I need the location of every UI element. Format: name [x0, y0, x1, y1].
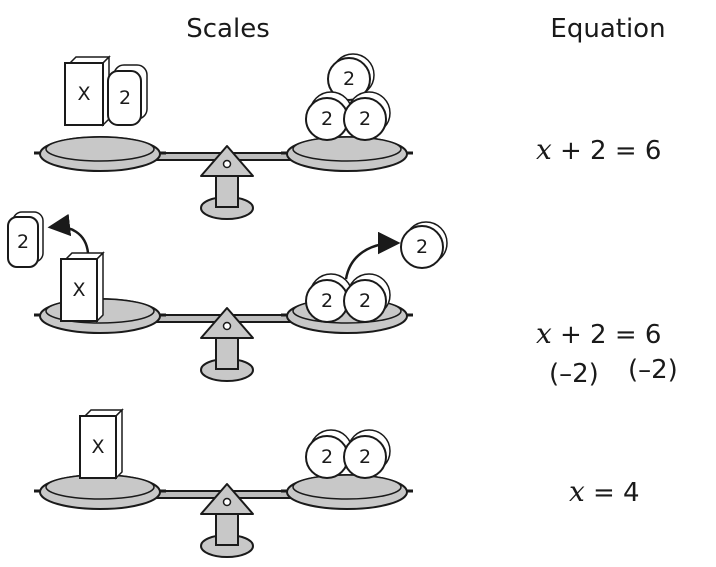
coin-label: 2 — [359, 108, 371, 130]
removed-coin-label: 2 — [416, 236, 428, 258]
two-tile: 2 — [108, 65, 147, 125]
coin-label: 2 — [359, 290, 371, 312]
coin-label: 2 — [343, 68, 355, 90]
scale-row-2: X 2 2 2 2 — [8, 212, 447, 381]
scales-header: Scales — [186, 14, 270, 44]
subtract-left: (–2) — [549, 359, 599, 389]
equation-row-3: x = 4 — [569, 475, 640, 508]
coin-label: 2 — [321, 108, 333, 130]
two-tile-label: 2 — [119, 87, 131, 109]
equation-rest: + 2 = 6 — [560, 320, 661, 350]
coin-label: 2 — [321, 290, 333, 312]
x-block-label: X — [72, 279, 85, 301]
x-block-label: X — [91, 436, 104, 458]
equation-row-1: x + 2 = 6 — [536, 133, 661, 166]
coin-label: 2 — [321, 446, 333, 468]
scale-row-1: X 2 2 2 2 — [34, 54, 413, 219]
coin-pair: 2 2 — [306, 430, 390, 478]
x-block-label: X — [77, 83, 90, 105]
subtract-right: (–2) — [628, 355, 678, 385]
equation-rest: = 4 — [593, 478, 640, 508]
removed-two-tile: 2 — [8, 212, 43, 267]
equation-header: Equation — [550, 14, 665, 44]
equation-variable: x — [569, 475, 585, 508]
coin-stack: 2 2 2 — [306, 54, 390, 140]
equation-row-2: x + 2 = 6 (–2) (–2) — [536, 317, 678, 389]
removed-coin: 2 — [401, 222, 447, 268]
coin-pair: 2 2 — [306, 274, 390, 322]
x-block: X — [80, 410, 122, 478]
remove-left-arrow — [52, 227, 88, 253]
scale-row-3: X 2 2 — [34, 410, 413, 557]
x-block: X — [65, 57, 109, 125]
equation-rest: + 2 = 6 — [560, 136, 661, 166]
equation-variable: x — [536, 133, 552, 166]
equation-variable: x — [536, 317, 552, 350]
coin-label: 2 — [359, 446, 371, 468]
x-block: X — [61, 253, 103, 321]
removed-two-tile-label: 2 — [17, 231, 29, 253]
